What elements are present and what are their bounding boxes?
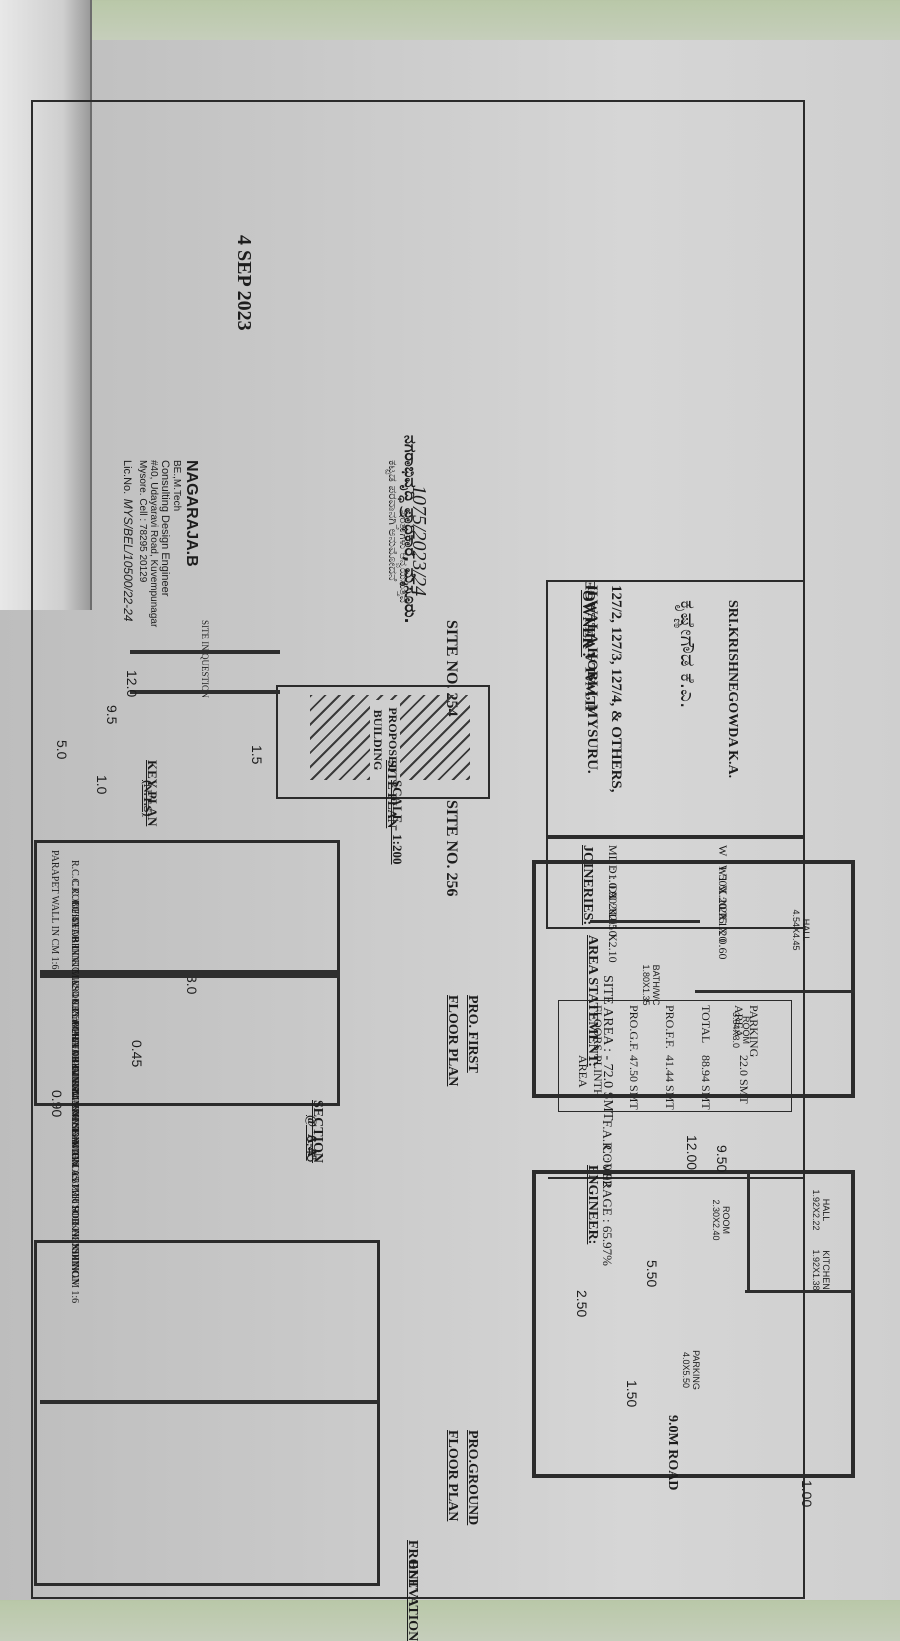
owner-name: SRI.KRISHNEGOWDA K.A. (725, 600, 740, 779)
dim-9-5: 9.50 (714, 1145, 730, 1173)
key-plan-road-2 (130, 690, 280, 694)
dim-5-5: 5.50 (644, 1260, 660, 1288)
dim-site-1-0: 1.0 (94, 775, 110, 795)
gf-hall-label: HALL 1.92X2.22 (811, 1189, 831, 1231)
dim-1-5: 1.50 (624, 1380, 640, 1408)
site-no-256: SITE NO. 256 (443, 800, 460, 897)
gf-wall-1 (747, 1170, 750, 1290)
dim-1-0: 1.00 (799, 1480, 815, 1508)
dim-site-9-5: 9.5 (104, 705, 120, 725)
first-floor-outline (532, 860, 855, 1098)
fe-floor-line (40, 1400, 380, 1404)
key-plan-road-1 (130, 650, 280, 654)
gf-title-1: PRO.GROUND (465, 1430, 480, 1526)
key-plan-sub: (N.T.S) (141, 780, 155, 817)
owner-label: OWNER : (579, 590, 595, 658)
section-sub: @ 'A-A' (305, 1115, 320, 1161)
gf-parking-label: PARKING 4.0X5.50 (681, 1350, 701, 1390)
approval-conditions: ಷರತ್ತುಗಳು ಅನ್ವಯಿಸುತ್ತವೆ (397, 510, 410, 604)
dim-site-5: 5.0 (54, 740, 70, 760)
binder-edge (0, 0, 92, 610)
gf-wall-2 (745, 1290, 855, 1293)
site-in-question: SITE IN QUESTION (200, 620, 210, 698)
ground-floor-outline (532, 1170, 855, 1478)
ff-wall-1 (590, 920, 700, 923)
dim-site-1-5: 1.5 (249, 745, 265, 765)
stamp-lic-label: Lic.No. (121, 460, 133, 495)
dim-12: 12.00 (684, 1135, 700, 1171)
dim-2-5: 2.50 (574, 1290, 590, 1318)
stamp-lic-no: MYS/BEL/10500/22-24 (121, 498, 135, 622)
ff-room-label: ROOM 3.54X3.0 (731, 1011, 751, 1049)
section-mid-slab (40, 970, 340, 978)
stamp-qual: BE.,M.Tech (171, 460, 182, 512)
fe-title-2: ELEVATION (405, 1560, 420, 1641)
sec-note-1: PARAPET WALL IN CM 1:6 (49, 850, 60, 970)
drawing-sheet (0, 40, 900, 1600)
stamp-city: Mysore. Cell : 78295 20129 (137, 460, 148, 583)
ff-hall-label: HALL 4.54X4.45 (791, 909, 811, 951)
engineer-stamp: NAGARAJA.B BE.,M.Tech Consulting Design … (119, 460, 200, 690)
stamp-address: #40, Udayaravi Road, Kuvempunagar (148, 460, 159, 628)
owner-signature: ಕೃಷ್ಣೇಗೌಡ ಕೆ.ಎ. (676, 600, 700, 709)
stamp-role: Consulting Design Engineer (159, 460, 171, 597)
ff-wall-2 (695, 990, 855, 993)
dim-site-12: 12.0 (124, 670, 140, 698)
ff-title-1: PRO. FIRST (465, 995, 480, 1073)
ff-bath-label: BATH/WC 1.80X1.35 (641, 964, 661, 1006)
rotated-drawing: ILWALA VILLAGE 127/2, 127/3, 127/4, & OT… (0, 40, 900, 1641)
stamp-name: NAGARAJA.B (183, 460, 200, 567)
gf-room-label: ROOM 2.30X2.40 (711, 1199, 731, 1241)
site-plan-scale: SCALE - 1:200 (390, 780, 405, 865)
approval-order-no: 1075/2023/24 (408, 485, 430, 597)
gf-title-2: FLOOR PLAN (445, 1430, 460, 1522)
gf-kitchen-label: KITCHEN 1.92X1.38 (811, 1249, 831, 1291)
approval-date-stamp: 4 SEP 2023 (233, 235, 255, 331)
front-elevation-outline (34, 1240, 380, 1586)
gf-road: 9.0M ROAD (665, 1415, 680, 1491)
ff-title-2: FLOOR PLAN (445, 995, 460, 1087)
